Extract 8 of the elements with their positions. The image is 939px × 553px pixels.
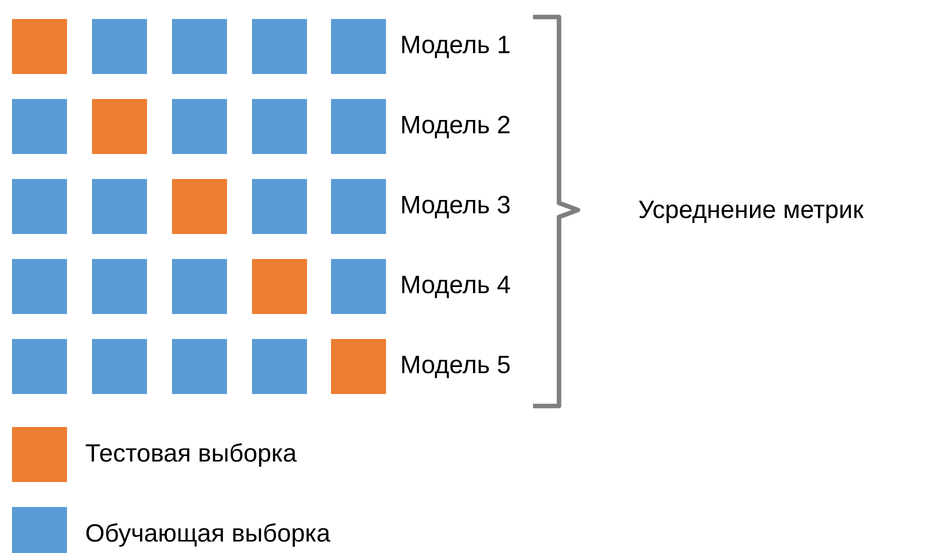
model-label: Модель 1	[402, 36, 510, 58]
result-label: Усреднение метрик	[638, 200, 864, 224]
model-label: Модель 5	[402, 356, 510, 378]
model-label: Модель 3	[402, 196, 510, 218]
model-label: Модель 4	[402, 276, 510, 298]
model-label: Модель 2	[402, 116, 510, 138]
legend-text: Обучающая выборка	[86, 523, 330, 547]
legend-text: Тестовая выборка	[86, 443, 297, 467]
